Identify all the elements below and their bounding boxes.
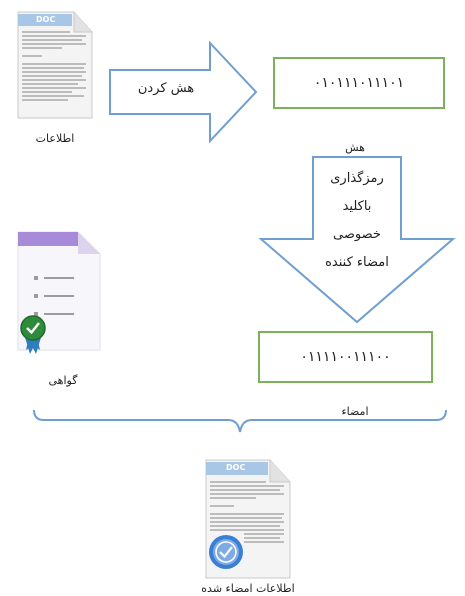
label-data: اطلاعات xyxy=(35,132,75,145)
certificate-icon xyxy=(8,228,104,356)
encrypt-line-2: باکلید xyxy=(342,199,372,214)
hashing-arrow: هش کردن xyxy=(108,40,260,144)
hash-value-box: ۰۱۰۱۱۱۰۱۱۱۰۱ xyxy=(273,57,445,109)
hashing-arrow-text: هش کردن xyxy=(137,81,195,96)
hash-value: ۰۱۰۱۱۱۰۱۱۱۰۱ xyxy=(313,75,405,91)
signed-document-icon: DOC xyxy=(200,456,296,582)
encrypt-arrow: رمزگذاری باکلید خصوصی امضاء کننده xyxy=(258,155,456,325)
label-signature: امضاء xyxy=(341,405,369,418)
data-document-icon: DOC xyxy=(12,8,96,124)
combine-brace xyxy=(30,408,450,438)
label-certificate: گواهی xyxy=(48,374,78,387)
label-hash: هش xyxy=(345,141,365,154)
doc-badge: DOC xyxy=(36,15,56,24)
encrypt-line-4: امضاء کننده xyxy=(325,255,389,270)
signature-value: ۰۱۱۱۱۰۰۱۱۱۰۰ xyxy=(300,349,391,365)
encrypt-line-1: رمزگذاری xyxy=(330,171,384,186)
encrypt-line-3: خصوصی xyxy=(333,227,381,242)
label-signed-data: اطلاعات امضاء شده xyxy=(201,582,295,595)
signed-doc-badge: DOC xyxy=(226,463,246,472)
signature-value-box: ۰۱۱۱۱۰۰۱۱۱۰۰ xyxy=(258,331,433,383)
